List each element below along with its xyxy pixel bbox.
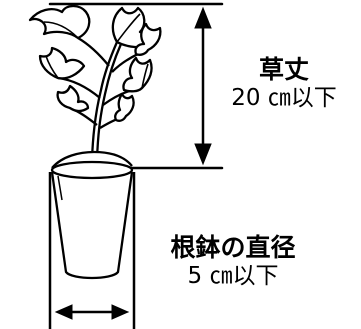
plant-height-title: 草丈: [258, 55, 309, 84]
leaf-low-left: [56, 84, 90, 113]
plant: [28, 4, 162, 161]
leaf-mid-right: [122, 56, 153, 93]
leaf-low-right: [114, 92, 135, 122]
diameter-arrow: [54, 304, 130, 320]
plant-height-label: 草丈 20 ㎝以下: [214, 55, 354, 111]
leaf-top-left: [28, 4, 91, 40]
root-ball-diameter-value: 5 ㎝以下: [187, 262, 279, 289]
diameter-reference-lines: [48, 172, 136, 329]
leaf-upper-right: [134, 22, 162, 56]
root-ball-pot: [50, 150, 134, 280]
plant-height-value: 20 ㎝以下: [231, 84, 337, 111]
leaf-mid-left: [38, 46, 86, 80]
root-ball-diameter-title: 根鉢の直径: [170, 233, 296, 262]
root-ball-diameter-label: 根鉢の直径 5 ㎝以下: [148, 233, 318, 289]
height-arrow: [194, 6, 212, 166]
